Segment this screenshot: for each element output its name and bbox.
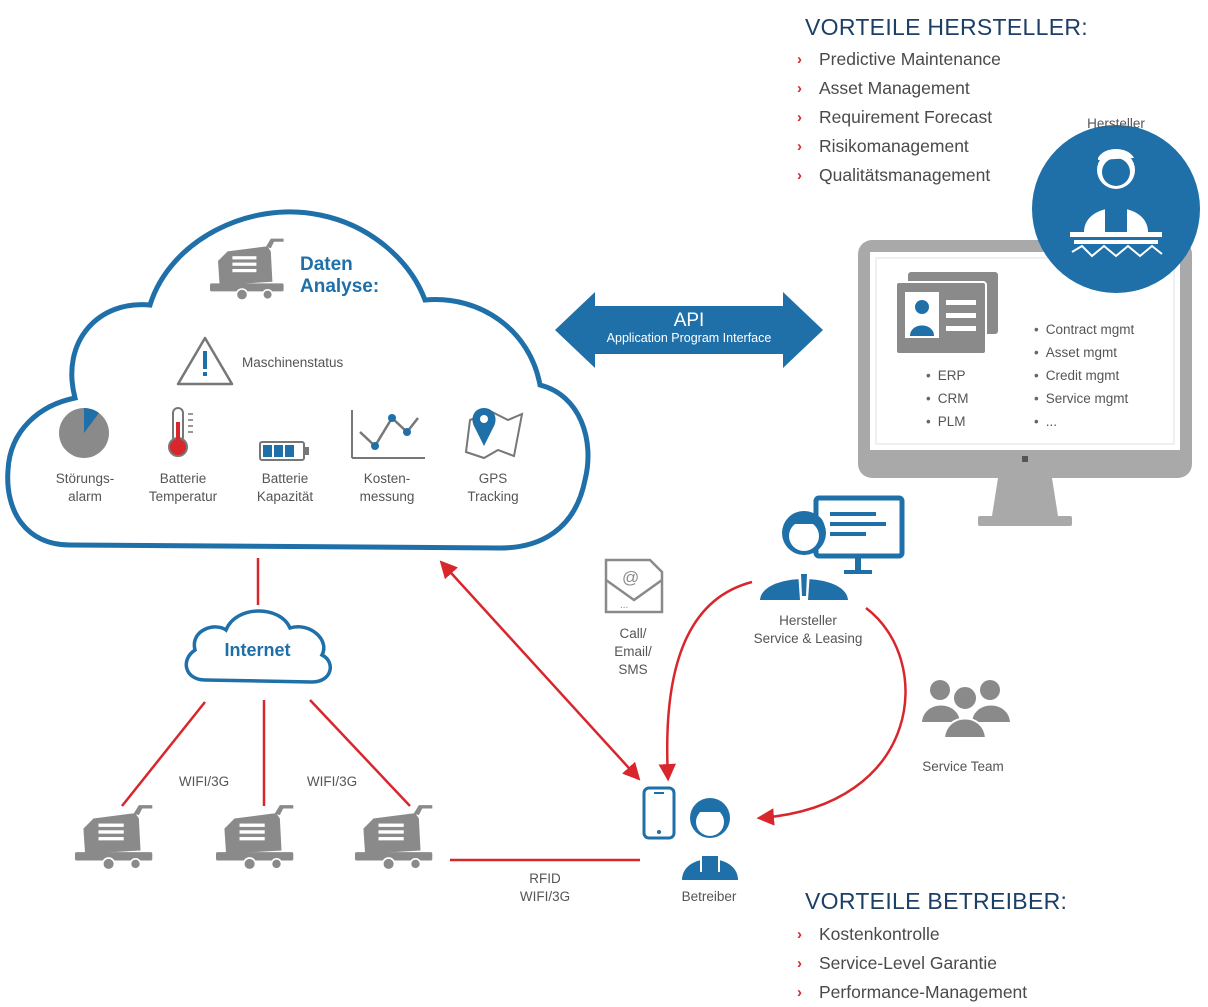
scrubber-icon-2 — [216, 804, 295, 871]
list-item: Contract mgmt — [1034, 318, 1135, 341]
list-item: ›Performance-Management — [797, 978, 1027, 1007]
monitor-list-left: ERP CRM PLM — [926, 364, 969, 433]
list-item: ... — [1034, 410, 1134, 433]
wifi-label-2: WIFI/3G — [306, 774, 358, 789]
cloud-title: Daten Analyse: — [300, 254, 380, 297]
list-item: Credit mgmt — [1034, 364, 1134, 387]
list-item: ›Asset Management — [797, 74, 1001, 103]
api-title: API — [673, 310, 705, 331]
wifi-label-1: WIFI/3G — [178, 774, 230, 789]
thermometer-icon — [168, 407, 193, 457]
data-analysis-cloud — [5, 209, 591, 551]
list-item: ›Risikomanagement — [797, 132, 1001, 161]
list-item: ›Service-Level Garantie — [797, 949, 1027, 978]
list-item: ›Requirement Forecast — [797, 103, 1001, 132]
list-item: PLM — [926, 410, 968, 433]
vorteile-betreiber-list: ›Kostenkontrolle ›Service-Level Garantie… — [797, 920, 1027, 1007]
email-icon: @ ... — [604, 558, 664, 614]
service-team-label: Service Team — [922, 759, 1004, 774]
pie-chart-icon — [59, 408, 109, 458]
internet-label: Internet — [224, 640, 291, 660]
chevron-right-icon: › — [797, 926, 802, 943]
vorteile-hersteller-heading: VORTEILE HERSTELLER: — [805, 14, 1088, 40]
svg-text:@: @ — [622, 568, 639, 587]
api-arrow — [555, 292, 823, 368]
service-team-icon — [922, 680, 1010, 739]
hersteller-icon — [1032, 125, 1200, 293]
chevron-right-icon: › — [797, 138, 802, 155]
chevron-right-icon: › — [797, 80, 802, 97]
api-subtitle: Application Program Interface — [606, 331, 772, 345]
list-item: ›Kostenkontrolle — [797, 920, 1027, 949]
scrubber-icon-3 — [355, 804, 434, 871]
list-item: ›Qualitätsmanagement — [797, 161, 1001, 190]
chevron-right-icon: › — [797, 109, 802, 126]
betreiber-label: Betreiber — [681, 889, 737, 904]
list-item: Asset mgmt — [1034, 341, 1134, 364]
map-pin-icon — [464, 408, 524, 460]
betreiber-icon — [642, 786, 738, 880]
warning-icon — [176, 336, 234, 386]
list-item: ›Predictive Maintenance — [797, 45, 1001, 74]
chevron-right-icon: › — [797, 955, 802, 972]
chevron-right-icon: › — [797, 984, 802, 1001]
list-item: ERP — [926, 364, 968, 387]
contact-card-icon — [895, 272, 998, 355]
battery-icon — [259, 441, 309, 461]
list-item: CRM — [926, 387, 969, 410]
chevron-right-icon: › — [797, 167, 802, 184]
vorteile-hersteller-list: ›Predictive Maintenance ›Asset Managemen… — [797, 45, 1001, 190]
chevron-right-icon: › — [797, 51, 802, 68]
metric-label-kostenmessung: Kosten-messung — [359, 471, 415, 504]
vorteile-betreiber-heading: VORTEILE BETREIBER: — [805, 888, 1068, 914]
contact-label: Call/Email/SMS — [614, 626, 652, 677]
maschinenstatus-label: Maschinenstatus — [242, 355, 344, 370]
service-leasing-icon — [760, 495, 905, 600]
scrubber-icon-1 — [75, 804, 154, 871]
monitor-list-right: Contract mgmt Asset mgmt Credit mgmt Ser… — [1034, 318, 1135, 433]
internet-cloud — [184, 609, 333, 684]
list-item: Service mgmt — [1034, 387, 1134, 410]
metric-label-stoerungsalarm: Störungs-alarm — [55, 471, 115, 504]
hersteller-label: Hersteller — [1087, 116, 1145, 131]
connection-lines — [121, 558, 907, 862]
svg-text:...: ... — [620, 600, 628, 611]
line-graph-icon — [351, 410, 425, 459]
